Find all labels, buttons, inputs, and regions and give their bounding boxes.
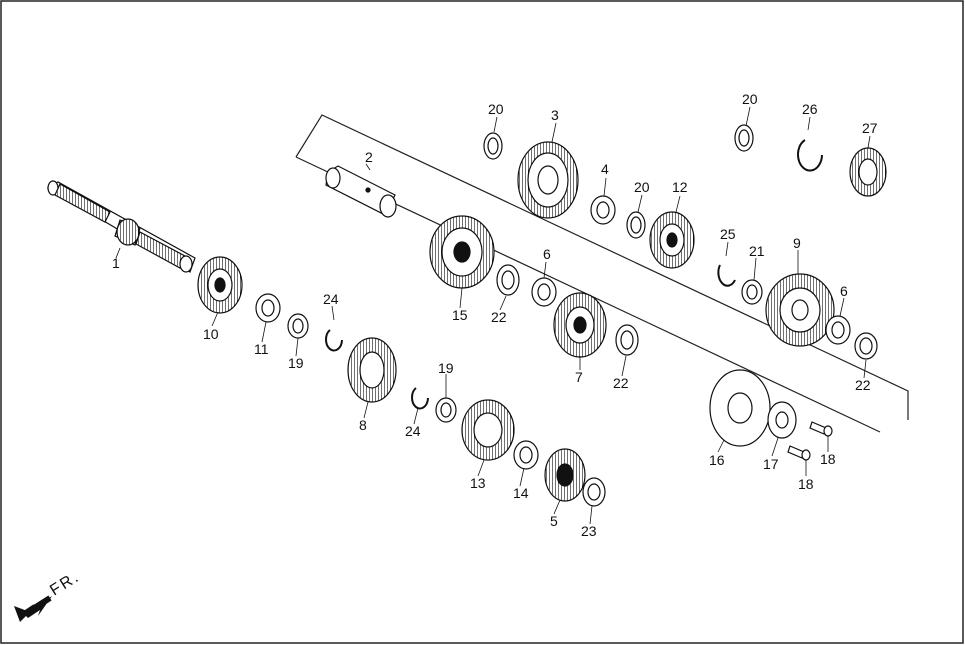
callout-18a: 18 <box>820 451 836 467</box>
part-gear-8 <box>347 337 397 403</box>
callout-22c: 22 <box>855 377 871 393</box>
callout-19b: 19 <box>438 360 454 376</box>
part-gear-9 <box>765 273 835 347</box>
part-bolt-18b <box>787 445 811 461</box>
part-gear-5 <box>544 448 586 502</box>
part-gear-3 <box>517 141 579 219</box>
part-gear-10 <box>197 256 243 314</box>
callout-7: 7 <box>575 369 583 385</box>
callout-14: 14 <box>513 485 529 501</box>
part-splined-washer-19b <box>435 397 457 423</box>
callout-20b: 20 <box>742 91 758 107</box>
callout-8: 8 <box>359 417 367 433</box>
part-bolt-18a <box>809 421 833 437</box>
part-bushing-6b <box>825 315 851 345</box>
countershaft-group-outline <box>295 114 909 420</box>
callout-9: 9 <box>793 235 801 251</box>
front-direction-label: FR. <box>47 568 83 599</box>
part-bushing-4 <box>590 195 616 225</box>
callout-25: 25 <box>720 226 736 242</box>
part-circlip-24a <box>325 329 343 352</box>
part-bushing-11 <box>255 293 281 323</box>
part-washer-20a <box>483 132 503 160</box>
callout-18b: 18 <box>798 476 814 492</box>
callout-22a: 22 <box>491 309 507 325</box>
part-splined-washer-19a <box>287 313 309 339</box>
callout-4: 4 <box>601 161 609 177</box>
callout-19a: 19 <box>288 355 304 371</box>
part-mainshaft <box>46 180 196 273</box>
part-gear-13 <box>461 399 515 461</box>
part-gear-7 <box>553 292 607 358</box>
callout-24b: 24 <box>405 423 421 439</box>
callout-labels: 1 2 3 4 5 6 6 7 8 9 10 11 12 13 14 15 16… <box>112 91 878 539</box>
front-direction-indicator: FR. <box>14 568 83 622</box>
callout-22b: 22 <box>613 375 629 391</box>
callout-16: 16 <box>709 452 725 468</box>
callout-6b: 6 <box>840 283 848 299</box>
callout-20c: 20 <box>634 179 650 195</box>
part-washer-22a <box>496 264 520 296</box>
part-bushing-6a <box>531 277 557 307</box>
part-drive-sprocket-16 <box>709 369 771 447</box>
part-splined-washer-21 <box>741 279 763 305</box>
callout-6a: 6 <box>543 246 551 262</box>
part-gear-15 <box>429 215 495 289</box>
callout-23: 23 <box>581 523 597 539</box>
part-circlip-24b <box>411 387 429 410</box>
part-washer-20c <box>626 211 646 239</box>
callout-17: 17 <box>763 456 779 472</box>
part-circlip-25 <box>717 264 736 287</box>
part-bushing-14 <box>513 440 539 470</box>
callout-21: 21 <box>749 243 765 259</box>
callout-11: 11 <box>254 341 269 357</box>
callout-12: 12 <box>672 179 688 195</box>
part-gear-12 <box>649 211 695 269</box>
part-circlip-26 <box>797 139 823 172</box>
part-gear-27 <box>849 147 887 197</box>
part-fixing-plate-17 <box>767 401 797 439</box>
callout-27: 27 <box>862 120 878 136</box>
callout-5: 5 <box>550 513 558 529</box>
part-washer-20b <box>734 124 754 152</box>
callout-10: 10 <box>203 326 219 342</box>
part-washer-22b <box>615 324 639 356</box>
part-countershaft-collar <box>325 165 397 218</box>
callout-26: 26 <box>802 101 818 117</box>
part-washer-23 <box>582 477 606 507</box>
leader-lines <box>115 106 871 525</box>
callout-15: 15 <box>452 307 468 323</box>
part-washer-22c <box>854 332 878 360</box>
callout-2: 2 <box>365 149 373 165</box>
callout-20a: 20 <box>488 101 504 117</box>
callout-1: 1 <box>112 255 120 271</box>
callout-13: 13 <box>470 475 486 491</box>
callout-24a: 24 <box>323 291 339 307</box>
callout-3: 3 <box>551 107 559 123</box>
